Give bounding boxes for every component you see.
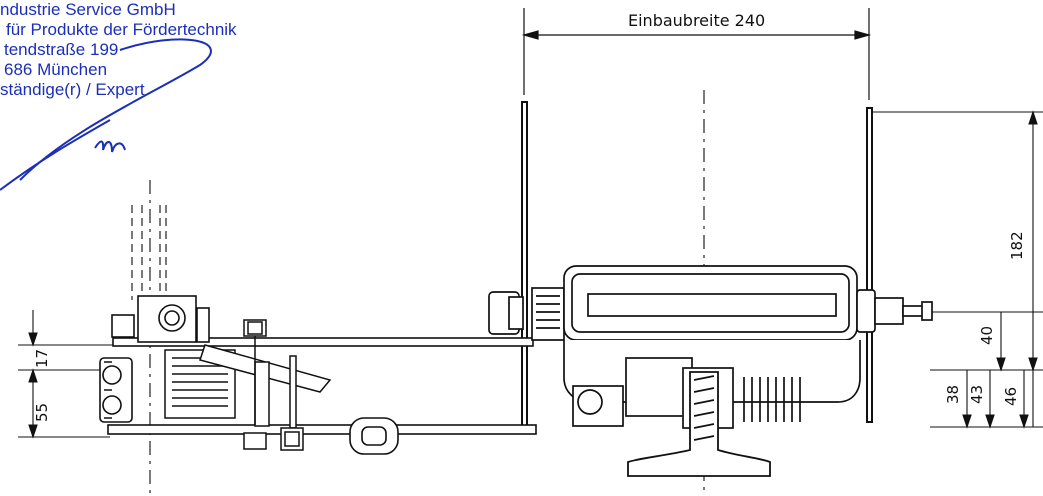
width-label: Einbaubreite 240: [628, 11, 765, 30]
height-40-label: 40: [978, 326, 996, 345]
left-post: [131, 205, 167, 300]
stamp-city: 686 München: [4, 60, 108, 79]
clamp-block: [111, 295, 210, 343]
stamp-street: tendstraße 199: [4, 40, 119, 59]
stamp-role: ständige(r) / Expert: [0, 80, 145, 99]
left-rollers: [99, 357, 133, 423]
height-38-label: 38: [944, 385, 962, 404]
stamp-company: ndustrie Service GmbH: [0, 0, 176, 19]
height-46-label: 46: [1002, 387, 1020, 406]
bolt-nuts: [243, 319, 304, 451]
reviewer-stamp: ndustrie Service GmbH für Produkte der F…: [0, 0, 300, 140]
stamp-department: für Produkte der Fördertechnik: [6, 20, 237, 39]
spring-assembly: [164, 344, 332, 429]
signature: [0, 38, 212, 191]
width-dimension: [521, 8, 872, 100]
chain-link: [349, 417, 399, 455]
rail-profile: [627, 371, 771, 477]
height-43-label: 43: [968, 385, 986, 404]
left-55-label: 55: [33, 403, 51, 422]
arm-plates: [107, 337, 537, 435]
height-dimensions: [872, 110, 1043, 429]
left-17-label: 17: [33, 349, 51, 368]
height-182-label: 182: [1008, 231, 1026, 260]
left-dimensions: [18, 310, 115, 439]
